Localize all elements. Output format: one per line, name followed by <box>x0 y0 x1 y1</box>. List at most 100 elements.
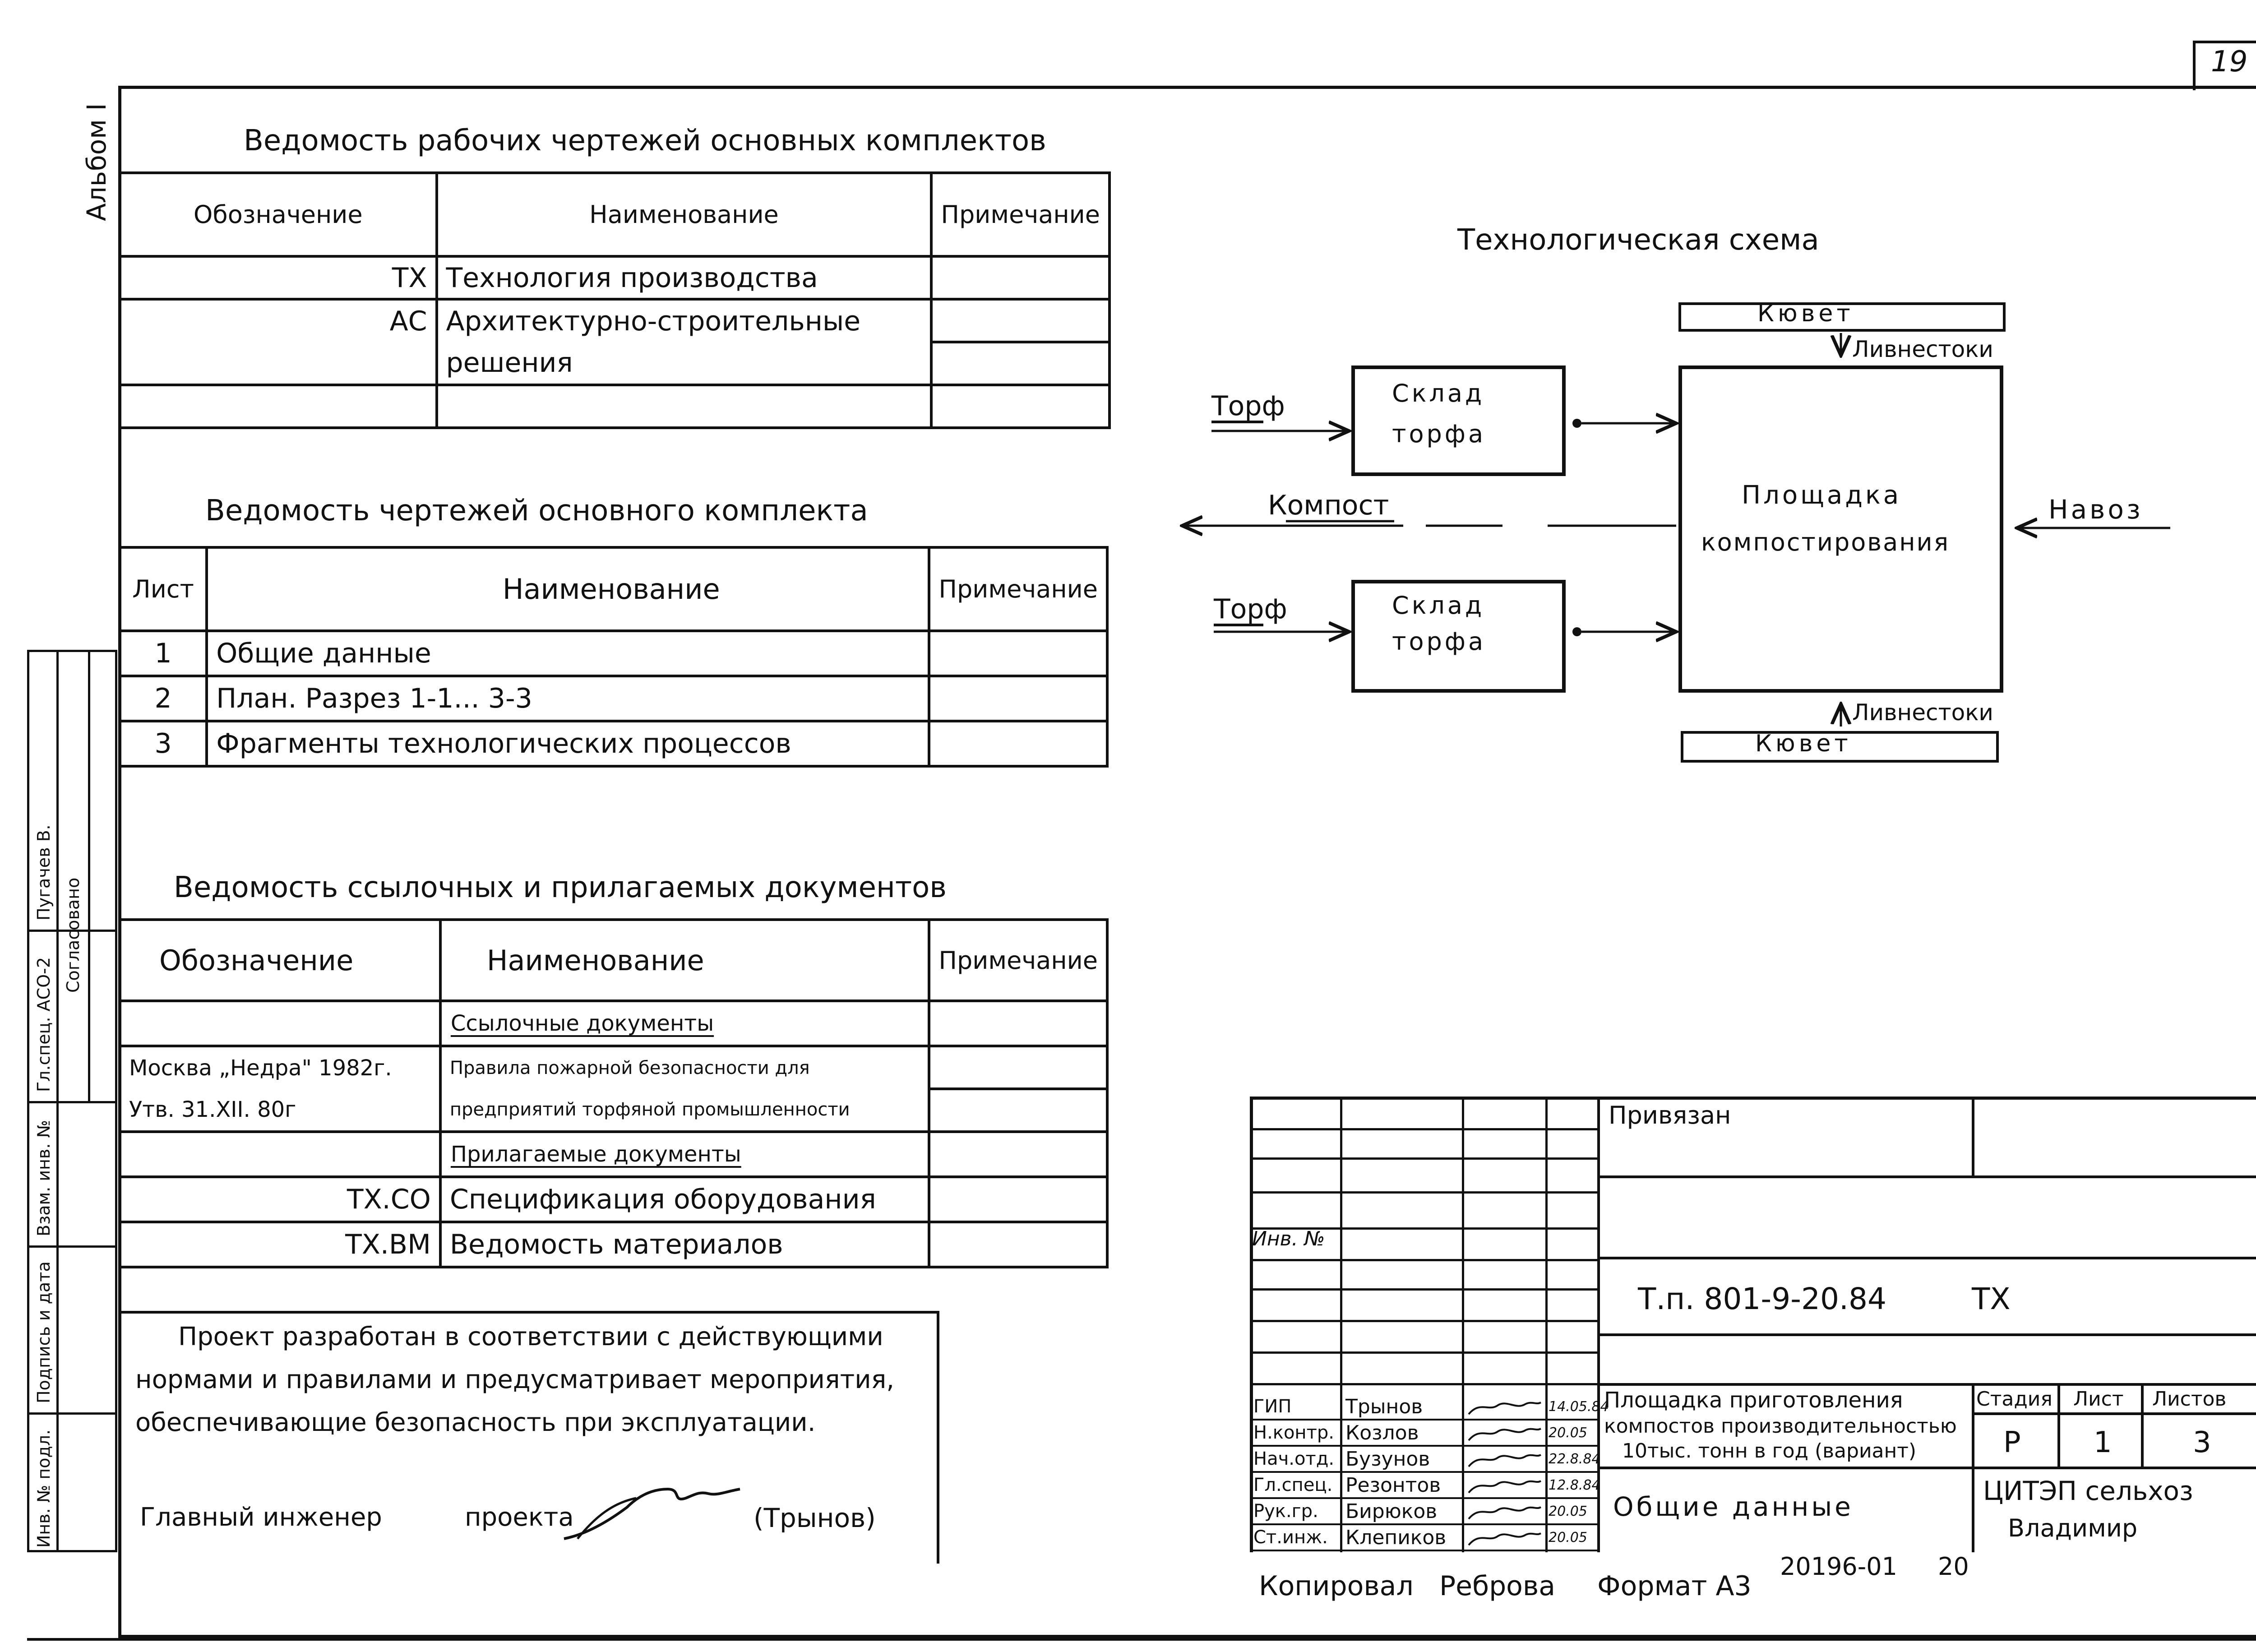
table-cell <box>928 720 1109 768</box>
table2-title: Ведомость чертежей основного комплекта <box>205 494 868 528</box>
staff-role: Гл.спец. <box>1253 1475 1333 1495</box>
album-label: Альбом I <box>81 103 112 221</box>
composting-area-line1: Площадка <box>1742 481 1902 510</box>
staff-date: 14.05.84 <box>1549 1399 1609 1415</box>
left-strip-h-4 <box>27 1412 117 1415</box>
project-name-line3: 10тыс. тонн в год (вариант) <box>1622 1439 1917 1462</box>
sheets-value: 3 <box>2193 1426 2211 1459</box>
staff-name: Козлов <box>1345 1421 1419 1444</box>
stage-value: Р <box>2003 1426 2021 1459</box>
tb-h-name <box>1597 1467 2256 1469</box>
note-line-3: обеспечивающие безопасность при эксплуат… <box>135 1408 816 1437</box>
table-cell: Общие данные <box>205 629 931 677</box>
table-cell: 2 <box>118 675 208 722</box>
table-cell: 1 <box>118 629 208 677</box>
tb-h-stage <box>1972 1412 2256 1415</box>
note-line-1: Проект разработан в соответствии с дейст… <box>178 1322 883 1351</box>
table-cell <box>928 1087 1109 1133</box>
footer-copied-label: Копировал <box>1259 1570 1414 1602</box>
staff-row-line <box>1250 1497 1597 1499</box>
footer-page: 20 <box>1938 1552 1969 1581</box>
staff-name: Резонтов <box>1345 1474 1441 1497</box>
table2-header-note: Примечание <box>928 546 1109 632</box>
sklad-torfa-2-line2: торфа <box>1392 627 1486 656</box>
kyuvet-bottom-box <box>1681 731 1999 763</box>
table3-section-references: Ссылочные документы <box>450 1011 714 1036</box>
table3: Обозначение Наименование Примечание Ссыл… <box>118 918 1109 1268</box>
table-cell <box>435 384 933 429</box>
tb-h-project <box>1597 1383 2256 1386</box>
staff-date: 12.8.84 <box>1549 1477 1600 1493</box>
table-cell <box>118 1130 442 1178</box>
sheets-label: Листов <box>2152 1388 2227 1411</box>
table2-header-name: Наименование <box>205 546 931 632</box>
tb-h-privyazan <box>1597 1175 2256 1178</box>
tb-v-sheet <box>2057 1383 2060 1467</box>
footer-format: Формат А3 <box>1597 1570 1752 1602</box>
sklad-torfa-2-box <box>1351 580 1566 693</box>
staff-row-line <box>1250 1445 1597 1447</box>
sheet-value: 1 <box>2094 1426 2112 1459</box>
tb-vline-4 <box>1597 1097 1600 1552</box>
inv-label: Инв. № <box>1252 1227 1325 1250</box>
tb-vline-3 <box>1545 1097 1548 1552</box>
staff-signature <box>1468 1428 1542 1441</box>
table-cell <box>930 298 1111 343</box>
kyuvet-top-label: Кювет <box>1757 300 1854 327</box>
staff-name: Бузунов <box>1345 1448 1430 1471</box>
tb-grid-row-line <box>1250 1288 1597 1291</box>
sklad-torfa-1-line2: торфа <box>1392 420 1486 448</box>
staff-role: Нач.отд. <box>1253 1448 1335 1469</box>
table-cell: ТХ <box>118 255 438 301</box>
table-cell <box>118 342 438 386</box>
drawing-frame <box>118 86 2256 1638</box>
table3-header-designation: Обозначение <box>118 918 442 1002</box>
note-signature-name: (Трынов) <box>754 1503 876 1533</box>
footer-number: 20196-01 <box>1780 1552 1897 1581</box>
table-cell: предприятий торфяной промышленности <box>439 1089 931 1133</box>
staff-date: 20.05 <box>1549 1425 1587 1441</box>
table-cell: Фрагменты технологических процессов <box>205 720 931 768</box>
tb-h-code-bottom <box>1597 1333 2256 1336</box>
staff-name: Трынов <box>1345 1395 1423 1418</box>
table1-header-designation: Обозначение <box>118 171 438 258</box>
tb-vline-1 <box>1340 1097 1342 1552</box>
tb-v-sheets <box>2141 1383 2144 1467</box>
scheme-title: Технологическая схема <box>1457 223 1819 257</box>
staff-signature <box>1468 1506 1542 1520</box>
left-strip-label-vzam: Взам. инв. № <box>34 1120 54 1236</box>
table3-header-name: Наименование <box>439 918 931 1002</box>
left-strip-label-podpis: Подпись и дата <box>34 1261 54 1403</box>
privyazan-label: Привязан <box>1609 1101 1731 1129</box>
tb-grid-row-line <box>1250 1383 1597 1385</box>
title-block <box>1250 1097 2256 1552</box>
torf-input-2-label: Торф <box>1214 593 1287 625</box>
note-line-2: нормами и правилами и предусматривает ме… <box>135 1365 895 1394</box>
staff-date: 20.05 <box>1549 1530 1587 1546</box>
torf-input-1-label: Торф <box>1211 390 1285 422</box>
staff-name: Бирюков <box>1345 1500 1438 1523</box>
table-cell: АС <box>118 298 438 342</box>
table-cell <box>928 1000 1109 1047</box>
project-name-line2: компостов производительностью <box>1604 1415 1957 1438</box>
table-cell <box>930 255 1111 301</box>
note-signature-prefix: проекта <box>465 1503 574 1532</box>
left-strip-label-aso: Гл.спец. АСО-2 <box>34 957 54 1092</box>
stage-label: Стадия <box>1976 1388 2053 1411</box>
left-strip-soglasovano: Согласовано <box>63 877 83 993</box>
staff-signature <box>1468 1402 1542 1415</box>
table-cell: Москва „Недра" 1982г. <box>118 1045 442 1089</box>
left-strip-div-2 <box>88 650 90 1101</box>
staff-signature <box>1468 1480 1542 1494</box>
scheme-flow-lines <box>1173 333 2170 727</box>
table-cell <box>928 1130 1109 1178</box>
staff-name: Клепиков <box>1345 1526 1447 1549</box>
sklad-torfa-2-line1: Склад <box>1392 591 1485 620</box>
table1-title: Ведомость рабочих чертежей основных комп… <box>244 124 1046 157</box>
document-code: Т.п. 801-9-20.84 <box>1638 1282 1886 1316</box>
tb-vline-2 <box>1462 1097 1464 1552</box>
privyazan-divider <box>1972 1097 1974 1178</box>
staff-role: Н.контр. <box>1253 1422 1334 1443</box>
table2-header-sheet: Лист <box>118 546 208 632</box>
table3-title: Ведомость ссылочных и прилагаемых докуме… <box>174 871 947 904</box>
